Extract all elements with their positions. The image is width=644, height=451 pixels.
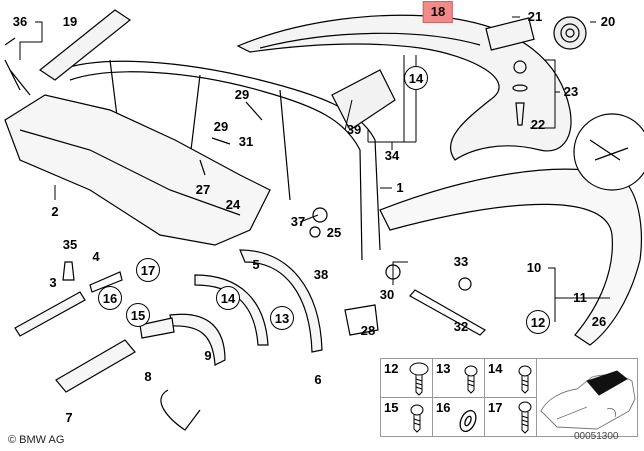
callout-31[interactable]: 31	[238, 134, 254, 149]
callout-3[interactable]: 3	[49, 275, 57, 290]
diagram-code: 00051300	[574, 431, 619, 442]
callout-17[interactable]: 17	[136, 258, 160, 282]
screw-washer-icon	[409, 362, 429, 396]
callout-9[interactable]: 9	[204, 348, 212, 363]
callout-14[interactable]: 14	[404, 66, 428, 90]
callout-23[interactable]: 23	[563, 84, 579, 99]
grid-cell-12[interactable]: 12	[380, 358, 433, 398]
callout-30[interactable]: 30	[379, 287, 395, 302]
callout-2[interactable]: 2	[51, 204, 59, 219]
callout-19[interactable]: 19	[62, 14, 78, 29]
washer-icon	[459, 409, 477, 433]
vehicle-thumbnail	[536, 358, 638, 437]
callout-26[interactable]: 26	[591, 314, 607, 329]
callout-36[interactable]: 36	[12, 14, 28, 29]
callout-29[interactable]: 29	[213, 119, 229, 134]
callout-27[interactable]: 27	[195, 182, 211, 197]
grid-cell-15[interactable]: 15	[380, 397, 433, 437]
grid-cell-number: 15	[384, 400, 399, 415]
screw-icon	[464, 365, 478, 394]
callout-15[interactable]: 15	[126, 303, 150, 327]
screw-icon	[518, 365, 532, 394]
copyright: © BMW AG	[8, 434, 65, 446]
callout-11[interactable]: 11	[573, 290, 587, 305]
grid-cell-number: 13	[436, 361, 451, 376]
callout-5[interactable]: 5	[252, 257, 260, 272]
grid-cell-number: 16	[436, 400, 451, 415]
callout-25[interactable]: 25	[326, 225, 342, 240]
callout-7[interactable]: 7	[65, 410, 73, 425]
callout-34[interactable]: 34	[384, 148, 400, 163]
callout-20[interactable]: 20	[600, 14, 616, 29]
callout-22[interactable]: 22	[530, 117, 546, 132]
callout-38[interactable]: 38	[313, 267, 329, 282]
car-icon	[540, 370, 636, 430]
callout-8[interactable]: 8	[144, 369, 152, 384]
callout-37[interactable]: 37	[290, 214, 306, 229]
callout-21[interactable]: 21	[527, 9, 543, 24]
callout-29[interactable]: 29	[234, 87, 250, 102]
grid-cell-14[interactable]: 14	[484, 358, 537, 398]
grid-cell-number: 14	[488, 361, 503, 376]
callout-24[interactable]: 24	[225, 197, 241, 212]
grid-cell-16[interactable]: 16	[432, 397, 485, 437]
callout-28[interactable]: 28	[360, 323, 376, 338]
callout-10[interactable]: 10	[526, 260, 542, 275]
callout-33[interactable]: 33	[453, 254, 469, 269]
callout-12[interactable]: 12	[526, 310, 550, 334]
callout-14[interactable]: 14	[216, 286, 240, 310]
callout-4[interactable]: 4	[92, 249, 100, 264]
grid-cell-number: 17	[488, 400, 503, 415]
callout-35[interactable]: 35	[62, 237, 78, 252]
callout-16[interactable]: 16	[98, 286, 122, 310]
screw-icon	[518, 401, 532, 434]
grid-cell-17[interactable]: 17	[484, 397, 537, 437]
callout-32[interactable]: 32	[453, 319, 469, 334]
grid-cell-number: 12	[384, 361, 399, 376]
callout-1[interactable]: 1	[396, 180, 404, 195]
callout-18-highlighted[interactable]: 18	[422, 1, 454, 23]
callout-39[interactable]: 39	[346, 122, 362, 137]
callout-13[interactable]: 13	[270, 306, 294, 330]
grid-cell-13[interactable]: 13	[432, 358, 485, 398]
callout-6[interactable]: 6	[314, 372, 322, 387]
screw-icon	[410, 404, 424, 433]
